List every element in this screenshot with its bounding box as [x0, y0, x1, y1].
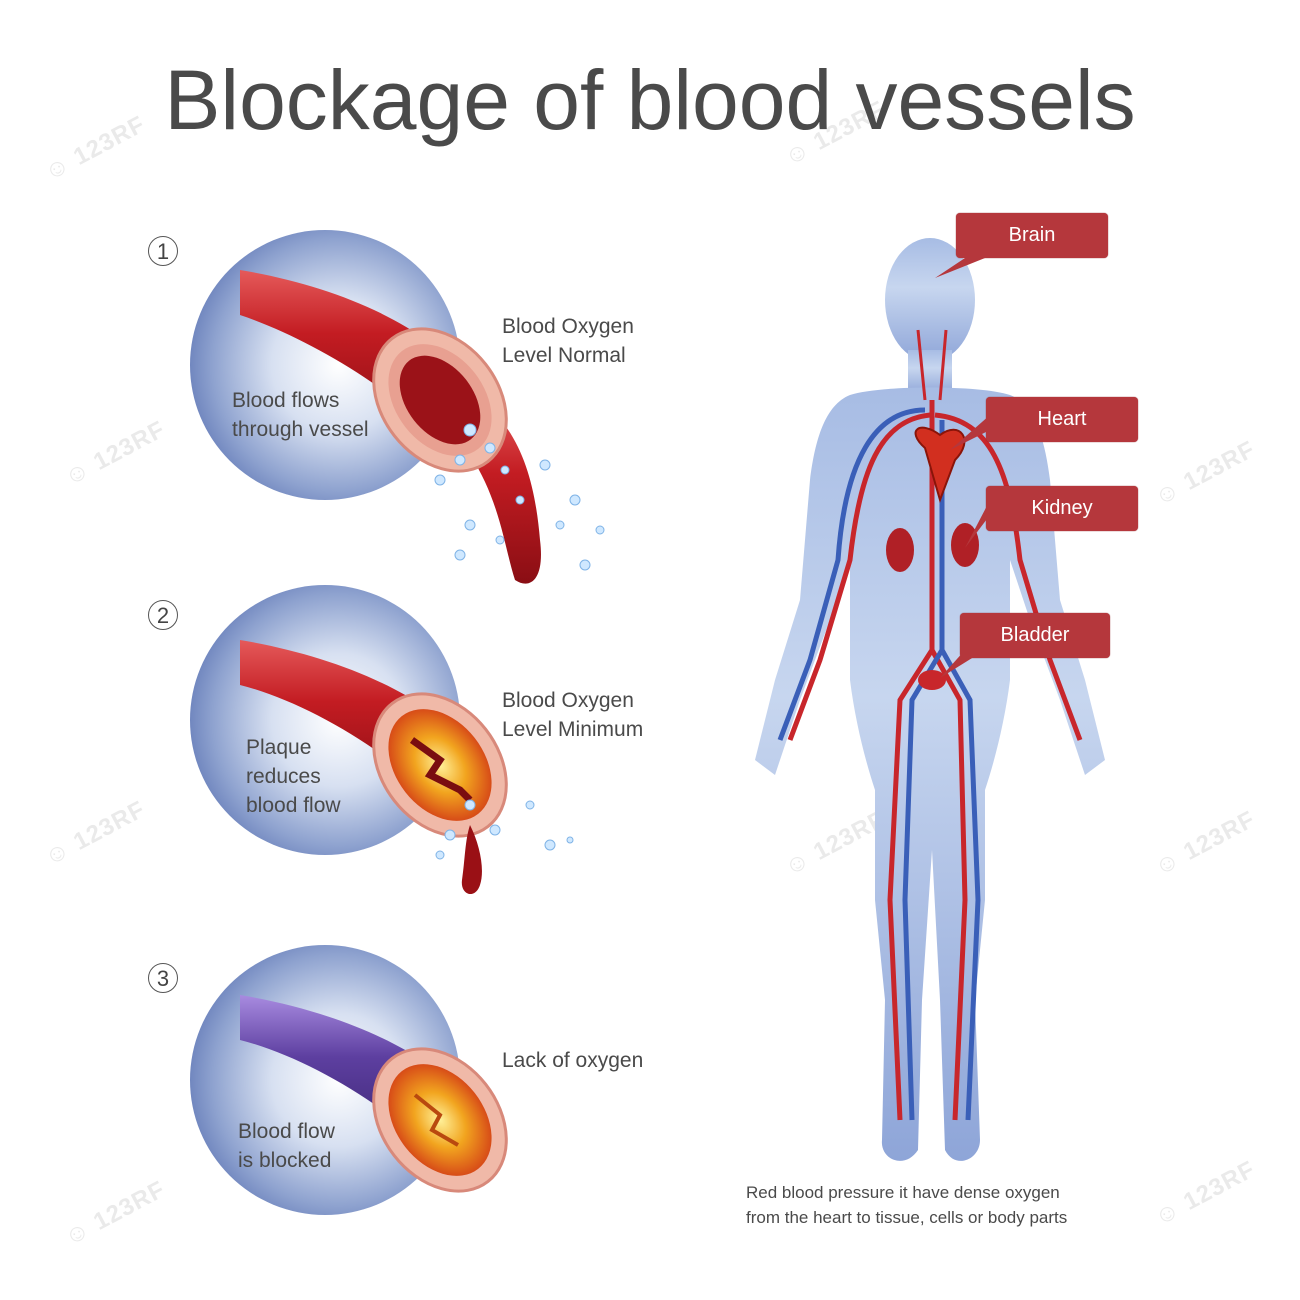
- panel-2-inner-label: Plaque reduces blood flow: [246, 736, 341, 817]
- caption: Red blood pressure it have dense oxygen …: [746, 1183, 1068, 1227]
- step-number-3: 3: [148, 963, 178, 993]
- page-title: Blockage of blood vessels: [164, 53, 1136, 147]
- callout-kidney: Kidney: [986, 486, 1138, 531]
- human-body-figure: [755, 238, 1105, 1161]
- step-number-2: 2: [148, 600, 178, 630]
- vessel-illustrations: [190, 230, 605, 1215]
- panel-1-inner-label: Blood flows through vessel: [232, 389, 369, 441]
- step-number-1: 1: [148, 236, 178, 266]
- vessel-blocked: [240, 995, 508, 1193]
- organs: [886, 426, 979, 690]
- panel-1-side-label: Blood Oxygen Level Normal: [502, 315, 634, 367]
- panel-2-side-label: Blood Oxygen Level Minimum: [502, 689, 644, 741]
- callout-heart: Heart: [986, 397, 1138, 442]
- arteries: [787, 329, 1083, 1121]
- vessel-normal: [240, 270, 605, 584]
- callout-bladder: Bladder: [960, 613, 1110, 658]
- panel-3-inner-label: Blood flow is blocked: [238, 1120, 335, 1172]
- vessel-plaque: [240, 640, 574, 895]
- panel-3-side-label: Lack of oxygen: [502, 1049, 644, 1072]
- callout-brain: Brain: [956, 213, 1108, 258]
